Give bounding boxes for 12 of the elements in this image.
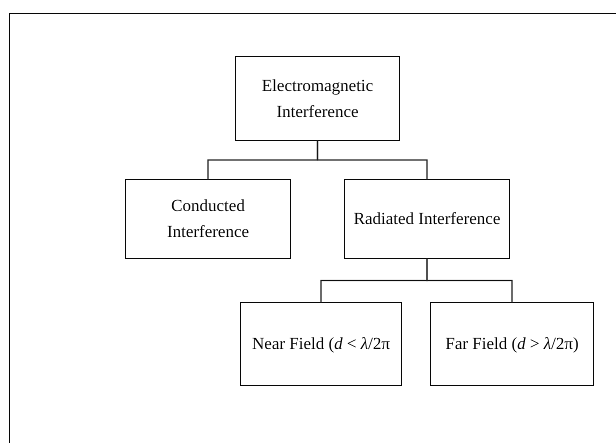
box-label: Radiated Interference <box>354 208 500 230</box>
box-label: Electromagnetic Interference <box>260 74 374 122</box>
box <box>240 302 402 386</box>
box <box>430 302 594 386</box>
box <box>344 179 510 259</box>
box-label: Near Field (d < λ/2π <box>252 333 390 355</box>
connector-line <box>316 141 428 179</box>
box-label: Far Field (d > λ/2π) <box>445 333 579 355</box>
connector-line <box>426 259 513 302</box>
box-label: Conducted Interference <box>166 195 250 243</box>
box <box>235 56 400 141</box>
box <box>125 179 291 259</box>
